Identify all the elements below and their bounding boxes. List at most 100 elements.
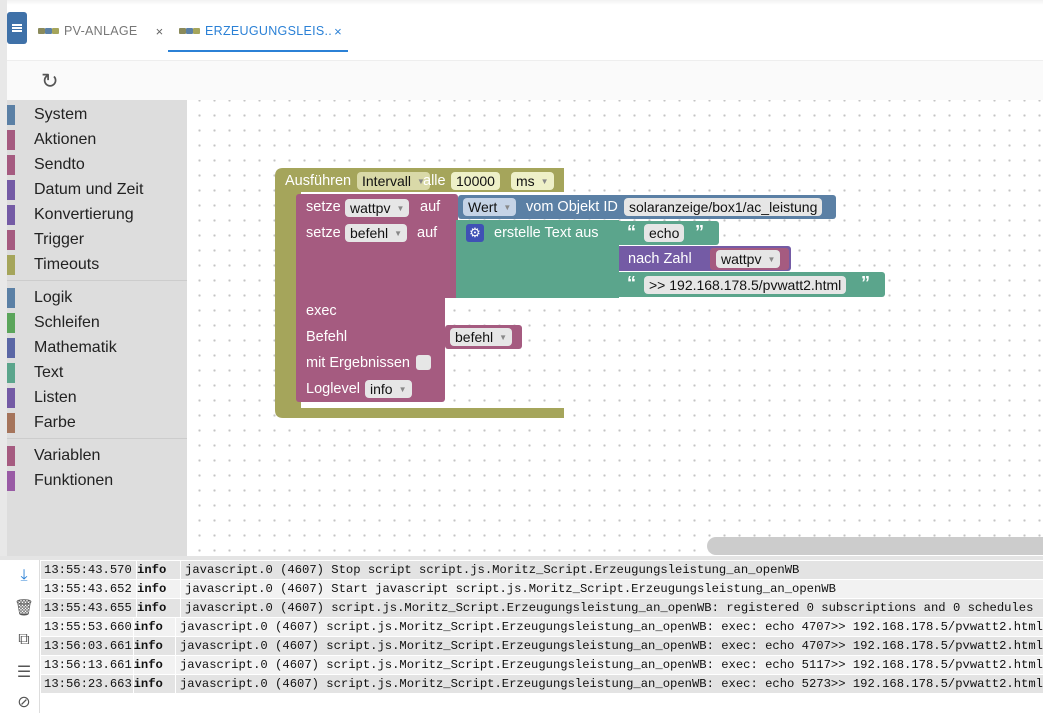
chevron-down-icon: ▼ [503,202,512,212]
category-color-bar [7,471,15,491]
log-time: 13:55:43.652 [41,580,137,598]
topbar-shadow [7,0,1043,5]
value-type-value: Wert [468,199,498,215]
toolbox-separator [7,438,187,439]
exec-title: exec [306,303,337,319]
close-icon[interactable]: × [334,23,342,39]
copy-icon[interactable]: ⧉ [18,631,30,648]
set1-var-value: wattpv [350,200,391,216]
exec-loglevel-label: Loglevel [306,381,361,397]
category-color-bar [7,313,15,333]
open-quote-icon: “ [627,273,636,293]
open-quote-icon: “ [627,222,636,242]
category-label: Farbe [34,414,76,431]
category-label: Trigger [34,231,85,248]
set2-auf-label: auf [417,225,438,241]
log-severity: info [134,637,176,655]
toolbox-category-datum-und-zeit[interactable]: Datum und Zeit [7,179,187,201]
category-label: Funktionen [34,472,114,489]
chevron-down-icon: ▼ [394,228,403,238]
toolbox-category-logik[interactable]: Logik [7,287,187,309]
chevron-down-icon: ▼ [540,176,549,186]
toolbox-category-aktionen[interactable]: Aktionen [7,129,187,151]
log-time: 13:55:53.660 [41,618,134,636]
refresh-icon[interactable]: ↻ [41,70,59,93]
interval-label: Ausführen [285,173,352,189]
chevron-down-icon: ▼ [417,176,425,186]
toolbox-category-listen[interactable]: Listen [7,387,187,409]
toolbox-category-schleifen[interactable]: Schleifen [7,312,187,334]
log-time: 13:56:03.661 [41,637,134,655]
log-message: javascript.0 (4607) script.js.Moritz_Scr… [179,677,1043,691]
tab-erzeugungsleistung[interactable]: ERZEUGUNGSLEIS.. × [179,14,342,48]
editor-toolbar: ↻ [7,60,1043,100]
toolbox-category-funktionen[interactable]: Funktionen [7,470,187,492]
trash-icon[interactable]: 🗑 [13,600,35,617]
menu-icon[interactable] [7,12,27,44]
toolbox-category-text[interactable]: Text [7,362,187,384]
toolbox-category-trigger[interactable]: Trigger [7,229,187,251]
log-message: javascript.0 (4607) Start javascript scr… [185,582,836,596]
exec-results-label: mit Ergebnissen [306,355,410,371]
blockly-workspace[interactable] [187,100,1043,556]
interval-mode-dropdown[interactable]: Intervall ▼ [357,172,430,190]
log-severity: info [134,656,176,674]
befehl-var-dropdown[interactable]: befehl▼ [450,328,513,346]
toolbox-category-farbe[interactable]: Farbe [7,412,187,434]
table-icon[interactable]: ☰ [16,664,32,681]
toolbox-category-timeouts[interactable]: Timeouts [7,254,187,276]
text-url-field[interactable]: >> 192.168.178.5/pvwatt2.html [644,276,847,294]
toolbox-category-mathematik[interactable]: Mathematik [7,337,187,359]
exec-befehl-label: Befehl [306,329,348,345]
tab-label: PV-ANLAGE [64,24,138,38]
set1-var-dropdown[interactable]: wattpv ▼ [345,199,410,217]
download-icon[interactable]: ⤓ [20,567,28,584]
active-tab-indicator [168,50,348,52]
text-echo-field[interactable]: echo [644,224,685,242]
chevron-down-icon: ▼ [398,384,407,394]
set2-var-value: befehl [350,225,389,241]
set2-var-dropdown[interactable]: befehl ▼ [345,224,408,242]
results-checkbox[interactable] [416,355,431,370]
value-type-dropdown[interactable]: Wert ▼ [463,198,517,216]
gear-icon[interactable]: ⚙ [466,224,484,242]
log-severity: info [134,675,176,693]
interval-unit-value: ms [516,173,535,189]
category-color-bar [7,230,15,250]
toolbox-category-system[interactable]: System [7,104,187,126]
category-label: Mathematik [34,339,117,356]
toolbox-category-konvertierung[interactable]: Konvertierung [7,204,187,226]
tab-pv-anlage[interactable]: PV-ANLAGE × [38,14,163,48]
interval-every-label: alle [423,173,446,189]
toolbox-category-variablen[interactable]: Variablen [7,445,187,467]
interval-value-field[interactable]: 10000 [451,172,500,190]
log-message: javascript.0 (4607) Stop script script.j… [185,563,800,577]
close-icon[interactable]: × [155,23,164,39]
object-id-field[interactable]: solaranzeige/box1/ac_leistung [624,198,823,216]
wattpv-var-dropdown[interactable]: wattpv▼ [716,250,781,268]
category-label: Datum und Zeit [34,181,144,198]
category-label: System [34,106,88,123]
chevron-down-icon: ▼ [396,203,405,213]
log-message: javascript.0 (4607) script.js.Moritz_Scr… [185,601,1034,615]
eye-off-icon[interactable]: ⊘ [17,694,31,711]
interval-unit-dropdown[interactable]: ms ▼ [511,172,554,190]
log-severity: info [134,618,176,636]
create-text-label: erstelle Text aus [494,225,599,241]
category-color-bar [7,413,15,433]
workspace-scrollbar[interactable] [707,537,1043,555]
toolbox-category-sendto[interactable]: Sendto [7,154,187,176]
category-color-bar [7,255,15,275]
category-label: Listen [34,389,77,406]
log-time: 13:55:43.570 [41,561,137,579]
set2-label: setze [306,225,341,241]
log-time: 13:55:43.655 [41,599,137,617]
loglevel-value: info [370,381,393,397]
interval-mode-value: Intervall [362,173,412,189]
category-label: Konvertierung [34,206,134,223]
loglevel-dropdown[interactable]: info ▼ [365,380,412,398]
